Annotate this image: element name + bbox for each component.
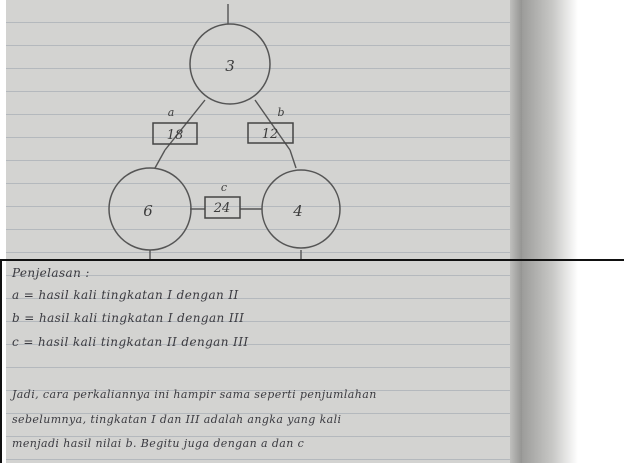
label-a: a xyxy=(168,106,175,119)
box-right-value: 12 xyxy=(262,127,279,142)
box-right xyxy=(247,122,294,144)
box-bottom xyxy=(204,196,241,219)
notebook-gutter xyxy=(522,0,624,463)
circle-left-value: 6 xyxy=(143,202,153,220)
edge-top-left xyxy=(164,99,206,151)
circle-right-value: 4 xyxy=(292,202,303,220)
explanation-line-c: c = hasil kali tingkatan II dengan III xyxy=(12,335,249,349)
circle-right xyxy=(261,169,341,249)
edge-left-box-down xyxy=(154,149,166,169)
explanation-line-a: a = hasil kali tingkatan I dengan II xyxy=(12,288,239,302)
box-bottom-value: 24 xyxy=(213,201,231,216)
explanation-line-b: b = hasil kali tingkatan I dengan III xyxy=(12,311,245,325)
circle-left xyxy=(108,167,192,251)
circle-top xyxy=(189,23,271,105)
explanation-heading: Penjelasan : xyxy=(12,266,90,280)
conclusion-line-3: menjadi hasil nilai b. Begitu juga denga… xyxy=(12,437,305,450)
page-edge xyxy=(510,0,524,463)
label-b: b xyxy=(277,106,284,119)
box-left xyxy=(152,122,198,145)
conclusion-line-1: Jadi, cara perkaliannya ini hampir sama … xyxy=(12,388,377,401)
conclusion-line-2: sebelumnya, tingkatan I dan III adalah a… xyxy=(12,413,342,426)
box-left-value: 18 xyxy=(167,128,184,143)
notebook-page xyxy=(6,0,522,463)
label-c: c xyxy=(221,181,227,194)
circle-top-value: 3 xyxy=(225,57,235,75)
explanation-box xyxy=(0,259,624,463)
edge-top-right xyxy=(254,99,291,151)
edge-right-box-down xyxy=(289,149,297,169)
ruled-lines xyxy=(6,0,522,463)
